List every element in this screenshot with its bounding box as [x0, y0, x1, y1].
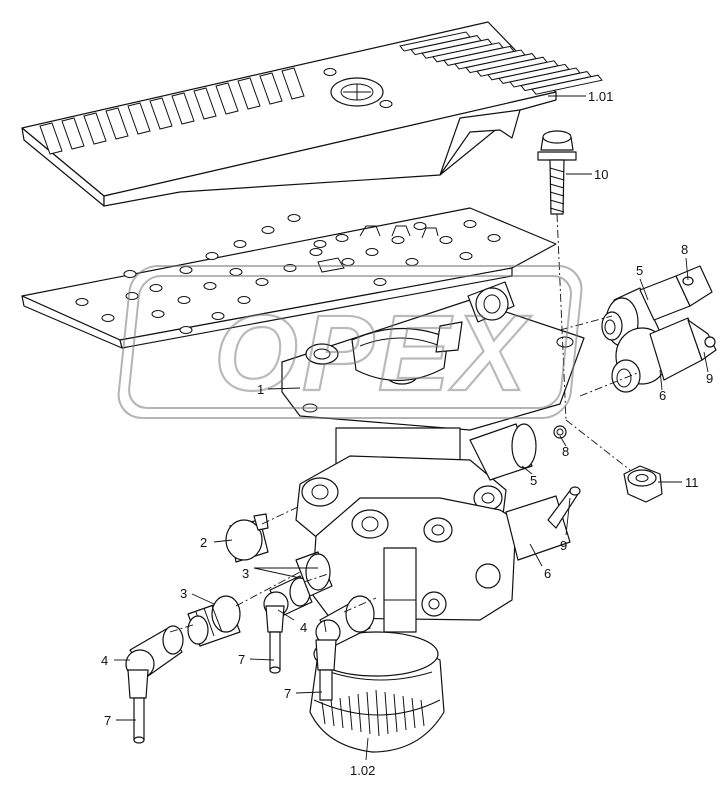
plug-part: [225, 513, 269, 563]
pedal-plate-part: [21, 207, 557, 349]
callout-labels: 1.01 10 8 5 9 6 1 8 5 11 9 6 2 3 3 4 4 7…: [101, 89, 713, 778]
plate-hole: [203, 282, 217, 290]
callout-10: 10: [594, 167, 608, 182]
plate-hole: [211, 312, 225, 320]
callout-5-top: 5: [636, 263, 643, 278]
cover-slot: [171, 92, 195, 125]
assembly-axis-lines: [169, 213, 641, 633]
exhaust-rib: [348, 695, 353, 731]
watermark-logo: OPEX: [117, 265, 583, 419]
callout-1-01: 1.01: [588, 89, 613, 104]
plate-hole: [229, 268, 243, 276]
callout-7-a: 7: [238, 652, 245, 667]
cover-slot: [127, 102, 151, 135]
callout-11: 11: [685, 475, 699, 490]
plate-hole: [413, 222, 427, 230]
plate-hole: [255, 278, 269, 286]
callout-1-02: 1.02: [350, 763, 375, 778]
callout-4-a: 4: [101, 653, 108, 668]
callout-6-mid: 6: [544, 566, 551, 581]
callout-3-a: 3: [242, 566, 249, 581]
plate-hole: [101, 314, 115, 322]
exhaust-rib: [339, 697, 344, 729]
exhaust-rib: [393, 693, 398, 733]
callout-8-mid: 8: [562, 444, 569, 459]
plate-hole: [335, 234, 349, 242]
exhaust-rib: [366, 691, 371, 735]
plate-hole: [459, 252, 473, 260]
callout-8-top: 8: [681, 242, 688, 257]
plate-hole: [179, 326, 193, 334]
cover-slot: [281, 67, 305, 100]
plate-hole: [151, 310, 165, 318]
exhaust-rib: [321, 701, 326, 725]
plate-hole: [309, 248, 323, 256]
cover-slot: [237, 77, 261, 110]
cover-slot: [83, 112, 107, 145]
plate-hole: [261, 226, 275, 234]
callout-5-mid: 5: [530, 473, 537, 488]
plate-hole: [123, 270, 137, 278]
exhaust-rib: [357, 693, 362, 733]
plate-hole: [487, 234, 501, 242]
elbow-fitting-left-part: [125, 625, 184, 744]
pedal-cover-part: [21, 21, 603, 207]
leader-lines: [114, 95, 709, 761]
brake-valve-body-part: [281, 281, 585, 753]
callout-6-top: 6: [659, 388, 666, 403]
plate-hole: [149, 284, 163, 292]
plate-hole: [287, 214, 301, 222]
callout-4-b: 4: [300, 620, 307, 635]
bolt-part: [537, 130, 577, 215]
plate-hole: [233, 240, 247, 248]
plate-hole: [237, 296, 251, 304]
cover-slot: [531, 74, 603, 95]
adapter-part: [187, 595, 241, 647]
cover-slot: [39, 122, 63, 155]
exhaust-rib: [375, 689, 380, 737]
cover-slot: [149, 97, 173, 130]
exhaust-rib: [330, 699, 335, 727]
plate-hole: [439, 236, 453, 244]
plate-hole: [365, 248, 379, 256]
elbow-fitting-mid-part: [263, 575, 313, 674]
callout-2: 2: [200, 535, 207, 550]
callout-9-mid: 9: [560, 538, 567, 553]
exhaust-rib: [411, 697, 416, 729]
fitting-6-top-part: [611, 317, 717, 393]
exhaust-rib: [402, 695, 407, 731]
plate-hole: [205, 252, 219, 260]
plate-hole: [75, 298, 89, 306]
plate-hole: [373, 278, 387, 286]
watermark-text: OPEX: [214, 292, 532, 413]
cover-slot: [193, 87, 217, 120]
plate-hole: [391, 236, 405, 244]
callout-9-top: 9: [706, 371, 713, 386]
plate-hole: [179, 266, 193, 274]
cover-slot: [61, 117, 85, 150]
washer-part: [553, 425, 567, 439]
callout-7-c: 7: [104, 713, 111, 728]
nut-part: [623, 465, 663, 503]
connector-3-part: [295, 551, 333, 597]
plate-hole: [341, 258, 355, 266]
callout-1: 1: [257, 382, 264, 397]
pipe-9-mid-part: [547, 486, 581, 529]
cover-slot: [259, 72, 283, 105]
cover-slot: [105, 107, 129, 140]
callout-3-b: 3: [180, 586, 187, 601]
exhaust-rib: [384, 691, 389, 735]
exhaust-rib: [420, 699, 425, 727]
plate-hole: [463, 220, 477, 228]
cover-slot: [215, 82, 239, 115]
elbow-fitting-right-part: [315, 595, 375, 701]
plate-hole: [177, 296, 191, 304]
plate-hole: [405, 258, 419, 266]
callout-7-b: 7: [284, 686, 291, 701]
plate-hole: [313, 240, 327, 248]
